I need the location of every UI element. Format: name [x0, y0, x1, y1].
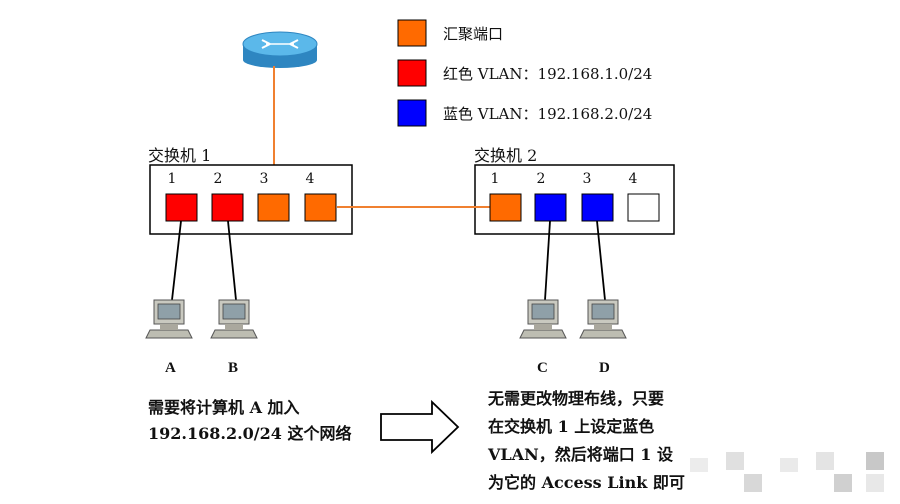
- note-left-line-2: 192.168.2.0/24 这个网络: [148, 424, 352, 443]
- note-right: 无需更改物理布线，只要 在交换机 1 上设定蓝色 VLAN，然后将端口 1 设 …: [488, 385, 685, 497]
- legend-swatch-blue: [397, 99, 427, 127]
- legend-label-blue-vlan: 蓝色 VLAN：192.168.2.0/24: [443, 105, 653, 123]
- watermark-mosaic: [690, 452, 884, 492]
- note-right-line-1: 无需更改物理布线，只要: [488, 389, 665, 408]
- switch1-title: 交换机 1: [148, 146, 212, 165]
- cable-c: [544, 220, 551, 301]
- computer-a-label: A: [165, 360, 176, 376]
- legend-swatch-red: [397, 59, 427, 87]
- note-left-line-1: 需要将计算机 A 加入: [148, 398, 300, 417]
- legend-swatch-trunk: [397, 19, 427, 47]
- switch2-port-2: [534, 193, 567, 222]
- computer-c-icon: [519, 299, 567, 339]
- switch2-port-1-number: 1: [490, 171, 500, 187]
- switch2-port-4: [627, 193, 660, 222]
- switch2-port-2-number: 2: [536, 171, 546, 187]
- note-right-line-3: VLAN，然后将端口 1 设: [488, 445, 673, 464]
- computer-d-icon: [579, 299, 627, 339]
- switch2-port-1: [489, 193, 522, 222]
- computer-c-label: C: [537, 360, 548, 376]
- switch1-port-4: [304, 193, 337, 222]
- switch2-port-4-number: 4: [628, 171, 638, 187]
- legend-label-trunk: 汇聚端口: [443, 25, 504, 43]
- switch2-port-3-number: 3: [582, 171, 592, 187]
- switch2-title: 交换机 2: [474, 146, 538, 165]
- cable-a: [171, 220, 182, 301]
- switch1-port-1: [165, 193, 198, 222]
- computer-b-icon: [210, 299, 258, 339]
- cable-d: [596, 220, 606, 301]
- note-left: 需要将计算机 A 加入 192.168.2.0/24 这个网络: [148, 395, 351, 447]
- switch1-port-3: [257, 193, 290, 222]
- switch2-port-3: [581, 193, 614, 222]
- switch1-port-3-number: 3: [259, 171, 269, 187]
- switch1-port-1-number: 1: [167, 171, 177, 187]
- switch1-port-2-number: 2: [213, 171, 223, 187]
- arrow-icon: [380, 399, 460, 455]
- router-icon: [242, 31, 318, 68]
- note-right-line-4: 为它的 Access Link 即可: [488, 473, 685, 492]
- note-right-line-2: 在交换机 1 上设定蓝色: [488, 417, 655, 436]
- computer-d-label: D: [599, 360, 610, 376]
- switch1-port-4-number: 4: [305, 171, 315, 187]
- computer-a-icon: [145, 299, 193, 339]
- switch1-port-2: [211, 193, 244, 222]
- legend-label-red-vlan: 红色 VLAN：192.168.1.0/24: [443, 65, 653, 83]
- computer-b-label: B: [228, 360, 239, 376]
- cable-b: [227, 220, 237, 301]
